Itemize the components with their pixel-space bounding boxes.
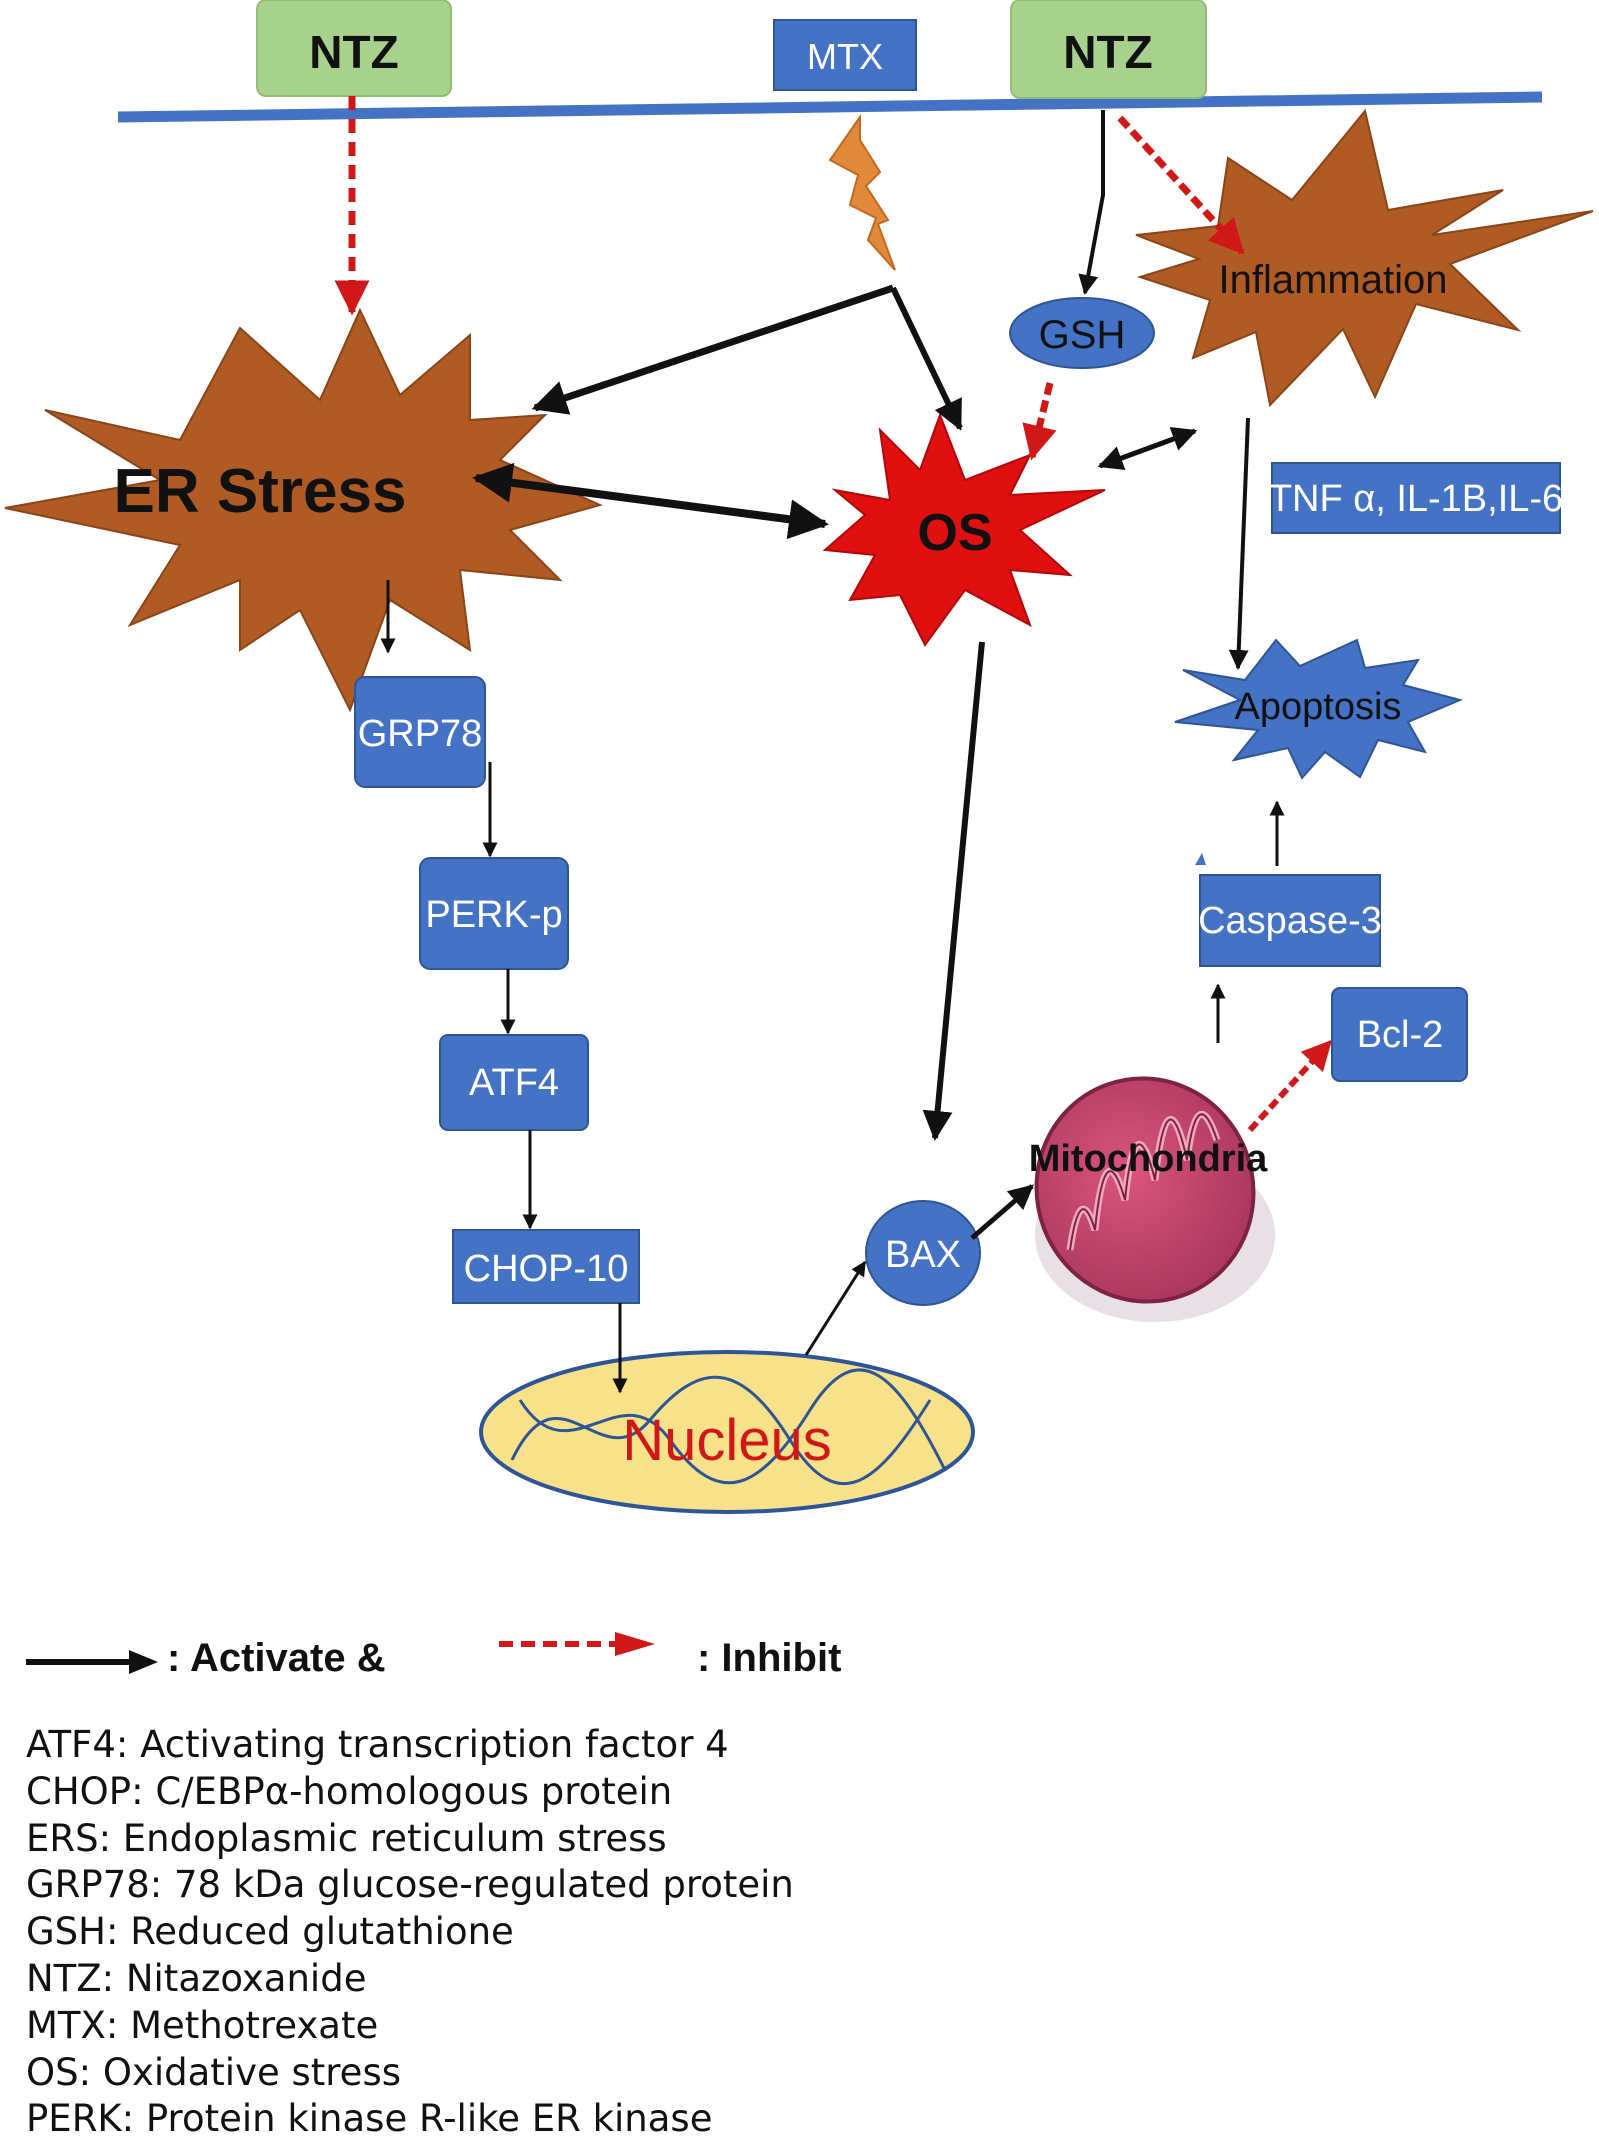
- bidirectional-arrow-er-os: [472, 462, 829, 540]
- atf4-label: ATF4: [469, 1062, 559, 1104]
- apoptosis-burst: Apoptosis: [1174, 638, 1464, 780]
- caspase3-label: Caspase-3: [1198, 900, 1382, 942]
- activate-arrow-nucleus-bax: [804, 1260, 867, 1356]
- lightning-bolt-icon: [828, 113, 896, 271]
- activate-arrow-mtx-er: [531, 284, 895, 415]
- activate-arrow-bax-mitochondria: [970, 1184, 1034, 1240]
- abbreviation-item: GRP78: 78 kDa glucose-regulated protein: [26, 1863, 794, 1907]
- gsh-label: GSH: [1039, 313, 1126, 357]
- ntz-left-label: NTZ: [309, 26, 398, 78]
- abbreviation-list: ATF4: Activating transcription factor 4 …: [26, 1722, 794, 2143]
- perk-label: PERK-p: [425, 894, 562, 936]
- cytokines-label: TNF α, IL-1B,IL-6: [1269, 478, 1563, 520]
- abbreviation-item: ATF4: Activating transcription factor 4: [26, 1723, 729, 1766]
- bax-node: BAX: [865, 1200, 981, 1306]
- legend: : Activate & : Inhibit: [0, 1600, 1599, 1700]
- grp78-node: GRP78: [354, 676, 486, 788]
- bcl2-node: Bcl-2: [1331, 987, 1468, 1082]
- grp78-label: GRP78: [358, 713, 483, 755]
- abbreviation-item: ERS: Endoplasmic reticulum stress: [26, 1816, 667, 1860]
- abbreviation-item: CHOP: C/EBPα-homologous protein: [26, 1769, 673, 1813]
- abbreviation-item: MTX: Methotrexate: [26, 2003, 379, 2047]
- activate-arrow-mtx-os: [890, 286, 963, 431]
- activate-arrow-inflammation-apoptosis: [1228, 417, 1250, 670]
- er-stress-burst: ER Stress: [4, 307, 603, 713]
- activate-arrow-os-bax: [922, 641, 985, 1141]
- caspase3-node: Caspase-3: [1198, 874, 1382, 967]
- inhibit-arrow-ntz-inflammation: [1117, 115, 1245, 255]
- abbreviation-item: NTZ: Nitazoxanide: [26, 1956, 367, 2000]
- caspase-marker: [1195, 853, 1206, 865]
- chop-node: CHOP-10: [452, 1229, 640, 1304]
- os-label: OS: [917, 504, 992, 562]
- mtx-label: MTX: [807, 36, 883, 77]
- mtx-node: MTX: [773, 19, 917, 91]
- activate-arrow-ntz-gsh: [1078, 110, 1105, 295]
- cell-membrane: [117, 91, 1543, 123]
- ntz-right-label: NTZ: [1063, 26, 1152, 78]
- inhibit-arrow-mitochondria-bcl2: [1247, 1039, 1333, 1133]
- apoptosis-label: Apoptosis: [1235, 686, 1402, 728]
- activate-legend-arrow: [26, 1650, 158, 1674]
- inflammation-burst: Inflammation: [1135, 108, 1594, 408]
- inflammation-label: Inflammation: [1219, 258, 1448, 302]
- mitochondria-label: Mitochondria: [1029, 1138, 1268, 1180]
- nucleus-label: Nucleus: [622, 1408, 832, 1473]
- er-stress-label: ER Stress: [114, 457, 407, 526]
- abbreviation-item: OS: Oxidative stress: [26, 2050, 402, 2094]
- gsh-node: GSH: [1009, 297, 1155, 369]
- ntz-left-node: NTZ: [256, 0, 452, 97]
- abbreviation-item: GSH: Reduced glutathione: [26, 1910, 514, 1954]
- inhibit-arrow-gsh-os: [1022, 382, 1057, 461]
- bidirectional-arrow-os-inflammation: [1097, 427, 1198, 470]
- inhibit-legend-arrow: [499, 1632, 655, 1656]
- activate-legend-label: : Activate &: [167, 1636, 386, 1680]
- ntz-right-node: NTZ: [1010, 0, 1207, 99]
- perk-node: PERK-p: [419, 857, 569, 970]
- bax-label: BAX: [885, 1234, 961, 1276]
- atf4-node: ATF4: [439, 1034, 589, 1131]
- inhibit-legend-label: : Inhibit: [697, 1636, 842, 1680]
- nucleus-node: Nucleus: [479, 1350, 975, 1514]
- cytokines-node: TNF α, IL-1B,IL-6: [1269, 462, 1563, 534]
- abbreviation-item: PERK: Protein kinase R-like ER kinase: [26, 2097, 713, 2141]
- pathway-diagram: NTZ MTX NTZ Inflammation GSH ER Stress O…: [4, 0, 1594, 1514]
- mitochondria-node: Mitochondria: [1029, 1076, 1275, 1322]
- os-burst: OS: [822, 412, 1106, 647]
- chop-label: CHOP-10: [464, 1248, 629, 1290]
- bcl2-label: Bcl-2: [1357, 1014, 1444, 1056]
